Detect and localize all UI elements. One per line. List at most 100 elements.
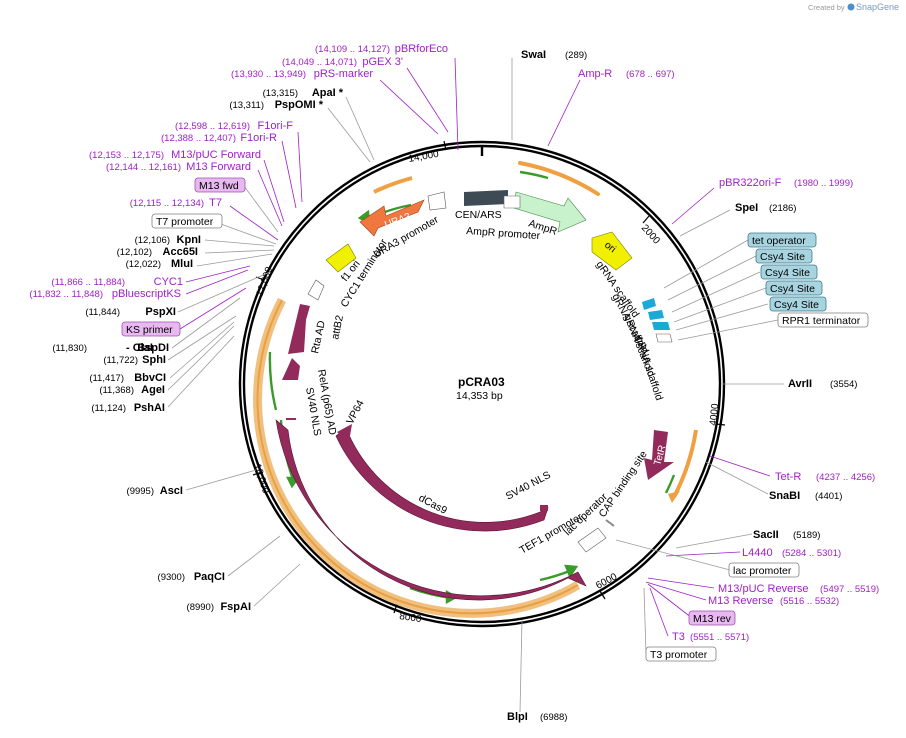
primer-name-m13-reverse[interactable]: M13 Reverse — [708, 595, 773, 607]
primer-name-brforeco[interactable]: pBRforEco — [395, 43, 448, 55]
site-pos-bbvci: (11,417) — [89, 373, 124, 384]
site-name-clai[interactable]: - ClaI — [126, 342, 153, 354]
primer-name-pbr322[interactable]: pBR322ori-F — [719, 177, 782, 189]
site-pos-swai: (289) — [565, 50, 587, 61]
primer-name-tet-r[interactable]: Tet-R — [775, 471, 801, 483]
tick-label-6000: 6000 — [594, 571, 619, 591]
dcas9-arrowhead — [337, 424, 352, 442]
attb2-label: attB2 — [329, 314, 346, 341]
tick-label-14000: 14,000 — [408, 149, 440, 165]
site-name-bspdi[interactable]: BspDI — [137, 342, 169, 354]
box-csy4-1[interactable]: Csy4 Site — [755, 248, 813, 264]
site-pos-avrii: (3554) — [830, 379, 857, 390]
site-name-pspomi[interactable]: PspOMI * — [275, 99, 324, 111]
site-name-apai[interactable]: ApaI * — [312, 87, 344, 99]
box-t3-promoter[interactable]: T3 promoter — [645, 646, 717, 662]
primer-pos-tet-r: (4237 .. 4256) — [816, 472, 875, 483]
site-name-pshai[interactable]: PshAI — [134, 402, 165, 414]
box-rpr1-terminator[interactable]: RPR1 terminator — [777, 312, 869, 328]
site-pos-snabi: (4401) — [815, 491, 842, 502]
sv40-nls-right-label: SV40 NLS — [504, 469, 553, 503]
box-tet-operator[interactable]: tet operator — [747, 232, 817, 248]
site-name-acc65i[interactable]: Acc65I — [163, 246, 198, 258]
watermark-created-by: Created by — [808, 3, 845, 12]
ura3-promoter-arrow — [427, 191, 447, 211]
site-name-bbvci[interactable]: BbvCI — [134, 372, 166, 384]
primer-name-m13fwd[interactable]: M13 Forward — [186, 161, 251, 173]
primer-name-l4440[interactable]: L4440 — [742, 547, 773, 559]
site-name-sacii[interactable]: SacII — [753, 529, 779, 541]
watermark-brand: SnapGene — [856, 2, 899, 12]
box-m13-rev-text: M13 rev — [693, 613, 732, 625]
box-csy4-3[interactable]: Csy4 Site — [765, 280, 823, 296]
primer-name-cyc1[interactable]: CYC1 — [154, 276, 183, 288]
box-m13-rev[interactable]: M13 rev — [688, 610, 736, 626]
primer-name-m13puc[interactable]: M13/pUC Forward — [171, 149, 261, 161]
cap-binding-site-label: CAP binding site — [597, 449, 650, 520]
site-name-avrii[interactable]: AvrII — [788, 378, 812, 390]
primer-name-pbluescript[interactable]: pBluescriptKS — [112, 288, 181, 300]
site-name-fspai[interactable]: FspAI — [220, 601, 251, 613]
site-pos-blpi: (6988) — [540, 712, 567, 723]
primer-name-pgex3[interactable]: pGEX 3' — [362, 56, 403, 68]
primer-name-t7[interactable]: T7 — [209, 197, 222, 209]
box-csy4-1-text: Csy4 Site — [760, 251, 805, 263]
primer-name-prs[interactable]: pRS-marker — [314, 68, 374, 80]
site-name-agei[interactable]: AgeI — [141, 384, 165, 396]
right-labels: SwaI (289) Amp-R (678 .. 697) pBR322ori-… — [507, 49, 879, 723]
site-pos-pspomi: (13,311) — [229, 100, 264, 111]
primer-pos-cyc1: (11,866 .. 11,884) — [51, 277, 125, 288]
cen-ars-label: CEN/ARS — [455, 209, 502, 221]
dcas9-arc — [335, 427, 549, 532]
site-name-asci[interactable]: AscI — [160, 485, 183, 497]
primer-pos-pbluescript: (11,832 .. 11,848) — [29, 289, 103, 300]
site-pos-fspai: (8990) — [187, 602, 214, 613]
site-name-mlui[interactable]: MluI — [171, 258, 193, 270]
box-t7-promoter-text: T7 promoter — [156, 216, 214, 228]
site-pos-spei: (2186) — [769, 203, 796, 214]
primer-pos-m13puc: (12,153 .. 12,175) — [89, 150, 164, 161]
f1-ori-arrow — [325, 243, 357, 273]
box-m13-fwd[interactable]: M13 fwd — [194, 177, 246, 193]
primer-name-f1orir[interactable]: F1ori-R — [240, 132, 277, 144]
primer-name-t3[interactable]: T3 — [672, 631, 685, 643]
box-csy4-4-text: Csy4 Site — [774, 299, 819, 311]
ampr-arrow — [513, 191, 587, 233]
ori-arrow — [591, 231, 633, 271]
tick-label-12000: 12,000 — [254, 265, 275, 298]
site-name-blpi[interactable]: BlpI — [507, 711, 528, 723]
site-name-pspxi[interactable]: PspXI — [145, 306, 176, 318]
site-name-snabi[interactable]: SnaBI — [769, 490, 800, 502]
box-lac-promoter[interactable]: lac promoter — [728, 562, 800, 578]
leader-lines — [167, 57, 784, 713]
primer-name-amp-r[interactable]: Amp-R — [578, 68, 612, 80]
site-name-paqci[interactable]: PaqCI — [194, 571, 225, 583]
box-t7-promoter[interactable]: T7 promoter — [151, 213, 223, 229]
site-pos-agei: (11,368) — [99, 385, 134, 396]
primer-pos-f1orir: (12,388 .. 12,407) — [161, 133, 236, 144]
site-pos-acc65i: (12,102) — [117, 247, 152, 258]
box-csy4-2[interactable]: Csy4 Site — [760, 264, 818, 280]
cas9-highlight-inner — [256, 299, 579, 615]
primer-pos-t3: (5551 .. 5571) — [690, 632, 749, 643]
site-name-spei[interactable]: SpeI — [735, 202, 758, 214]
tick-label-2000: 2000 — [639, 223, 662, 247]
box-csy4-4[interactable]: Csy4 Site — [769, 296, 827, 312]
primer-pos-f1orif: (12,598 .. 12,619) — [175, 121, 250, 132]
site-name-sphi[interactable]: SphI — [142, 354, 166, 366]
vp64-label: VP64 — [344, 398, 367, 426]
primer-name-f1orif[interactable]: F1ori-F — [258, 120, 294, 132]
site-name-swai[interactable]: SwaI — [521, 49, 546, 61]
cen-ars-block — [464, 190, 508, 206]
ura3-highlight-arc — [373, 176, 413, 194]
plasmid-name: pCRA03 — [458, 375, 505, 389]
tet-r-highlight-arc — [672, 429, 698, 498]
primer-name-m13puc-rev[interactable]: M13/pUC Reverse — [718, 583, 808, 595]
cyc1-terminator-arrow — [307, 279, 325, 301]
box-ks-primer[interactable]: KS primer — [121, 321, 181, 337]
rta-ad-arc — [288, 304, 310, 354]
site-name-kpni[interactable]: KpnI — [177, 234, 201, 246]
tick-label-4000: 4000 — [708, 403, 721, 427]
